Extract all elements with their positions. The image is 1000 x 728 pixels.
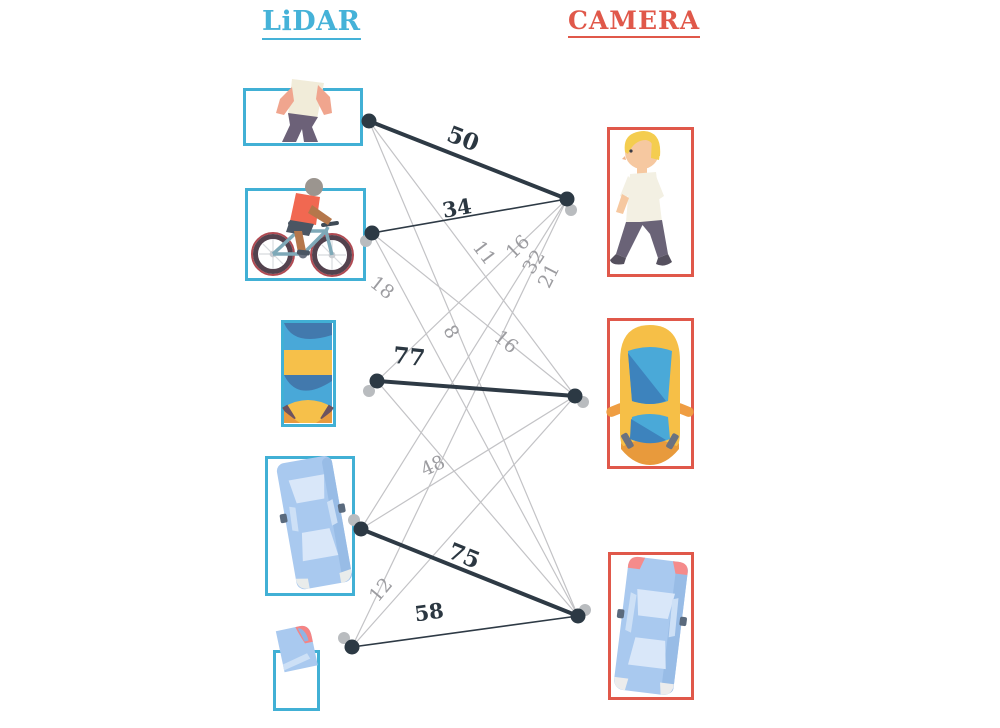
lidar-box-yellow-car [281, 320, 336, 427]
ghost-node-l3 [363, 385, 375, 397]
edge-l4-r1 [360, 198, 568, 530]
edge-weight-l4-r2: 48 [417, 450, 449, 482]
lidar-title-text: LiDAR [262, 6, 361, 40]
edge-weight-l2-r3: 18 [365, 271, 399, 305]
edge-weight-l4-r1: 32 [518, 245, 550, 279]
lidar-yellow-car-icon [282, 323, 334, 423]
edge-l1-r2 [368, 120, 576, 397]
edge-l2-r1 [371, 198, 568, 234]
lidar-partial-car-icon [275, 625, 318, 673]
camera-box-pedestrian [607, 127, 694, 277]
node-lidar-yellow-car [369, 373, 385, 389]
edge-weight-l4-r3: 75 [444, 537, 484, 575]
ghost-node-r1 [565, 204, 577, 216]
camera-column-title: CAMERA [568, 6, 701, 38]
node-lidar-cyclist [364, 225, 380, 241]
node-camera-yellow-car [567, 388, 583, 404]
edge-l3-r2 [375, 379, 577, 398]
node-camera-pedestrian [559, 191, 575, 207]
camera-box-yellow-car [606, 318, 694, 469]
edge-l1-r3 [368, 120, 579, 617]
node-lidar-blue-car [353, 521, 369, 537]
node-lidar-pedestrian [361, 113, 377, 129]
lidar-blue-car-icon [276, 456, 352, 590]
edge-l2-r2 [371, 232, 576, 397]
edge-weight-l1-r3: 8 [438, 321, 464, 343]
lidar-box-cyclist [245, 178, 366, 281]
lidar-pedestrian-icon [276, 79, 332, 142]
camera-box-blue-car [608, 552, 694, 700]
camera-blue-car-icon [614, 556, 688, 696]
edge-weight-l3-r2: 77 [391, 341, 427, 373]
ghost-node-r2 [577, 396, 589, 408]
edge-l5-r3 [351, 615, 579, 648]
lidar-box-partial-car [273, 625, 320, 711]
lidar-box-blue-car [265, 456, 355, 596]
camera-yellow-car-icon [606, 325, 694, 465]
edge-l3-r3 [376, 380, 579, 617]
node-lidar-partial-car [344, 639, 360, 655]
edge-weight-l2-r2: 16 [489, 325, 523, 359]
node-camera-blue-car [570, 608, 586, 624]
edge-weight-l3-r1: 16 [501, 230, 535, 264]
edge-l1-r1 [367, 119, 569, 201]
ghost-node-l5 [338, 632, 350, 644]
edge-l2-r3 [371, 232, 579, 617]
edge-weight-l1-r1: 50 [443, 120, 483, 158]
lidar-cyclist-icon [251, 178, 354, 277]
edge-l4-r2 [360, 395, 576, 530]
edge-weight-l2-r1: 34 [440, 193, 474, 223]
lidar-box-pedestrian [243, 79, 363, 146]
edge-weight-l1-r2: 11 [467, 236, 501, 270]
camera-title-text: CAMERA [568, 6, 701, 38]
edge-l4-r3 [359, 527, 580, 618]
lidar-column-title: LiDAR [262, 6, 361, 40]
edge-l5-r2 [351, 395, 576, 648]
edge-weight-l5-r1: 21 [533, 260, 565, 292]
edge-weight-l5-r3: 58 [412, 597, 446, 627]
edge-l3-r1 [376, 198, 568, 382]
ghost-node-r3 [579, 604, 591, 616]
edge-l5-r1 [351, 198, 568, 648]
camera-pedestrian-icon [610, 131, 672, 266]
edge-weight-l5-r2: 12 [364, 573, 398, 607]
